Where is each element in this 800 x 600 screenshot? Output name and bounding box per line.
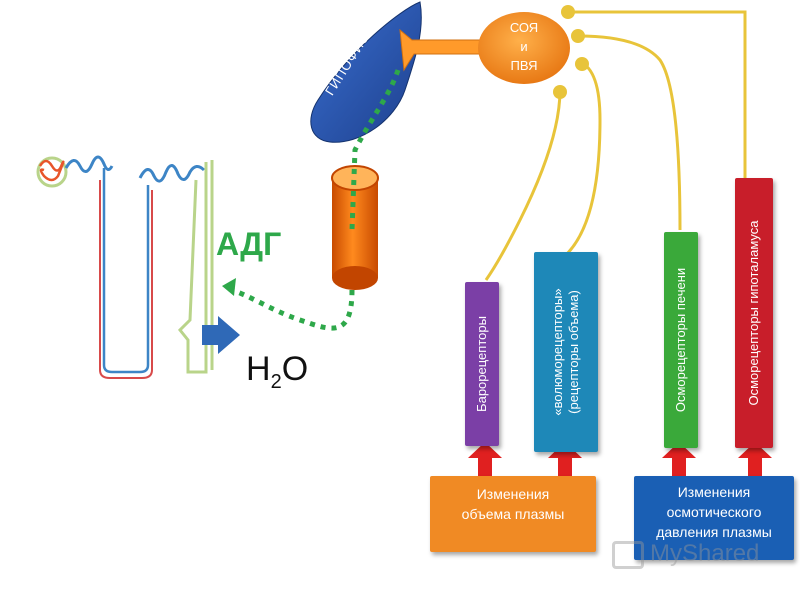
receptor-liver-osmoreceptors: Осморецепторы печени [664,232,698,448]
hypophysis-dotted-line [349,69,401,231]
nucleus-label-line2: и [520,39,528,54]
adh-label: АДГ [216,226,282,262]
plasma-volume-box: Изменения объема плазмы [430,476,596,552]
water-label-sub: 2 [270,370,282,393]
connector-dots [553,5,589,99]
water-label: H2O [246,350,308,394]
osmotic-pressure-box: Изменения осмотического давления плазмы [634,476,794,560]
nephron [36,155,214,379]
nucleus-label-line3: ПВЯ [510,58,538,73]
water-label-h: H [246,350,271,388]
glomerulus-capsule [36,156,68,188]
distal-tubule [138,164,206,183]
proximal-tubule [64,155,114,173]
water-label-o: O [281,350,309,388]
nucleus-ellipse [478,12,570,84]
receptor-hypothalamus-osmoreceptors-label: Осморецепторы гипоталамуса [746,220,761,406]
osmotic-pressure-line2: осмотического [666,504,762,520]
nucleus-label: СОЯ и ПВЯ [488,18,560,75]
receptor-liver-osmoreceptors-label: Осморецепторы печени [673,267,688,413]
plasma-volume-line2: объема плазмы [461,506,565,522]
osmotic-pressure-line3: давления плазмы [656,524,772,540]
afferent-lines [484,10,747,281]
loop-descending [102,168,150,374]
nucleus-label-line1: СОЯ [509,20,539,35]
adh-arrowhead [222,278,236,296]
receptor-baroreceptors: Барорецепторы [465,282,499,446]
watermark-logo-icon [612,540,644,569]
receptor-hypothalamus-osmoreceptors: Осморецепторы гипоталамуса [735,178,773,448]
receptor-baroreceptors-label: Барорецепторы [474,316,489,412]
red-arrows [468,442,772,476]
osmotic-pressure-line1: Изменения [677,484,751,500]
hypophysis [310,1,422,143]
receptor-volumoreceptors-label: «волюморецепторы» (рецепторы объема) [550,288,581,416]
glomerulus-capillaries [38,159,65,182]
water-arrow [202,316,240,354]
plasma-volume-line1: Изменения [476,486,550,502]
adh-dotted-path [225,285,355,331]
watermark: MyShared [612,540,759,569]
receptor-volumoreceptors: «волюморецепторы» (рецепторы объема) [534,252,598,452]
loop-red [99,180,153,379]
watermark-text: MyShared [650,540,760,567]
